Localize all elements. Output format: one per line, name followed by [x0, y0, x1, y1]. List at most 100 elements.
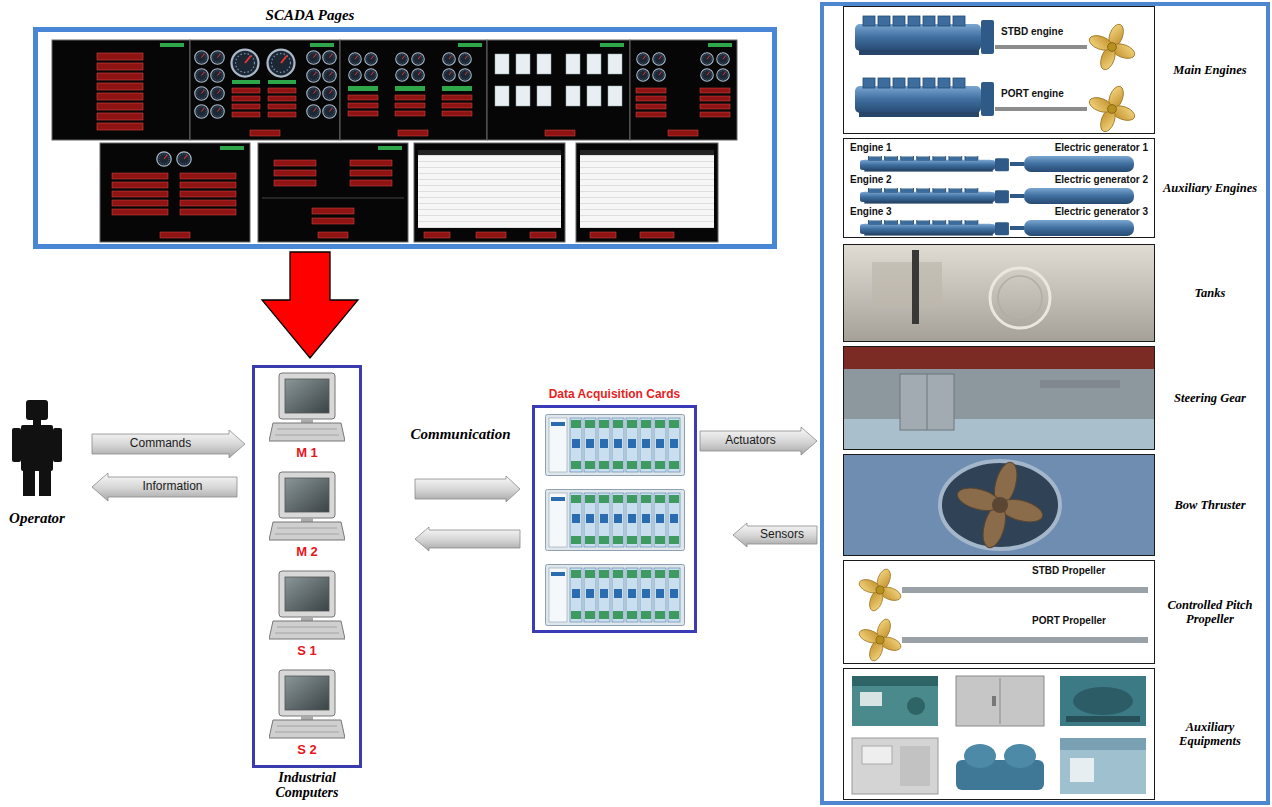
scada-screens-part	[653, 53, 666, 66]
scada-screens-part	[211, 105, 225, 119]
text-slot: Steering Gear	[1158, 391, 1262, 405]
auxiliary-equipment-picture-part	[862, 746, 892, 764]
computer-icons-part	[269, 373, 345, 441]
scada-screens-part	[637, 53, 650, 66]
scada-screens-part	[262, 198, 404, 199]
scada-screens	[52, 40, 737, 242]
subsystem-panel: Steering Gear	[843, 346, 1155, 450]
operator-figure-part	[23, 470, 35, 496]
auxiliary-engines-picture-part-part	[1010, 194, 1024, 198]
scada-screens-part-part	[232, 96, 260, 101]
auxiliary-equipment-picture	[844, 669, 1154, 799]
scada-screens-part-part	[350, 170, 392, 176]
computer-label: S 1	[262, 644, 352, 659]
tank-picture-part	[912, 250, 919, 324]
block-arrow	[415, 476, 520, 502]
scada-screens-part	[195, 51, 209, 65]
auxiliary-engines-picture-part-part	[1010, 162, 1024, 166]
scada-screens-part-part	[442, 103, 472, 108]
scada-screens-part	[307, 87, 321, 101]
scada-screens-part-part	[700, 88, 730, 93]
scada-pages-panel: SCADA Pages	[33, 27, 777, 249]
tank-picture-part	[872, 262, 942, 308]
scada-screens-part	[637, 69, 650, 82]
scada-screens-part-part	[318, 232, 348, 238]
subsystem-label: Controlled Pitch Propeller	[1158, 598, 1262, 627]
scada-screens-part-part	[268, 104, 296, 109]
text-slot: STBD Propeller	[1032, 565, 1142, 577]
scada-screens-part	[545, 130, 575, 136]
scada-screens-part	[307, 69, 321, 83]
scada-screens-part-part	[160, 232, 190, 238]
scada-screens-part-part	[424, 232, 450, 238]
scada-screens-part-part	[700, 96, 730, 101]
scada-screens-part	[365, 69, 378, 82]
image-caption: STBD Propeller	[1032, 565, 1142, 577]
group-heading: Data Acquisition Cards	[535, 388, 694, 402]
operator-node: Operator	[2, 398, 72, 530]
image-caption: PORT Propeller	[1032, 615, 1142, 627]
block-arrow	[700, 427, 817, 455]
auxiliary-equipment-picture-part	[992, 696, 996, 706]
main-engines-picture-part	[995, 107, 1087, 111]
computer-node: M 1	[262, 369, 352, 465]
scada-screens-part-part	[112, 209, 168, 215]
auxiliary-engines-picture-part-part	[1024, 188, 1134, 204]
auxiliary-equipment-picture-part	[1066, 716, 1140, 722]
propeller-picture-part	[857, 617, 902, 662]
scada-screens-part	[424, 232, 556, 238]
scada-screens-part	[576, 143, 718, 242]
computer-label: M 2	[262, 545, 352, 560]
scada-screens-part-part	[495, 86, 509, 106]
auxiliary-equipment-picture-part	[1060, 738, 1146, 750]
scada-screens-part	[580, 150, 714, 155]
scada-screens-part-part	[312, 208, 354, 214]
main-engines-picture-part	[1087, 84, 1136, 133]
scada-screens-part	[636, 88, 730, 136]
image-caption: Engine 3	[850, 206, 970, 218]
image-caption: Engine 2	[850, 174, 970, 186]
scada-screens-part	[414, 143, 565, 242]
bow-thruster-picture-part	[992, 497, 1008, 513]
scada-screens-part-part	[274, 160, 316, 166]
scada-screens-part-part	[97, 103, 143, 110]
scada-screens-part	[268, 80, 296, 84]
scada-screens-part	[442, 86, 472, 91]
scada-screens-part-part	[180, 209, 236, 215]
steering-gear-picture-part	[844, 419, 1154, 449]
block-arrow	[92, 430, 245, 458]
scada-screens-part	[395, 86, 425, 91]
image-caption: Electric generator 3	[994, 206, 1148, 218]
computer-node: M 2	[262, 468, 352, 564]
scada-screens-part	[195, 105, 209, 119]
auxiliary-engines-picture	[844, 139, 1154, 237]
computer-label: M 1	[262, 446, 352, 461]
scada-screens-part	[365, 53, 378, 66]
text-slot: M 1	[262, 446, 352, 461]
scada-screens-part-part	[348, 103, 378, 108]
propeller-picture-part	[902, 637, 1148, 643]
image-caption: Electric generator 2	[994, 174, 1148, 186]
scada-screens-part	[349, 53, 362, 66]
scada-screens-part	[211, 69, 225, 83]
steering-gear-picture-part	[844, 347, 1154, 369]
text-slot: Auxiliary Engines	[1158, 181, 1262, 195]
scada-screens-part-part	[112, 182, 168, 188]
auxiliary-equipment-picture-part	[860, 692, 882, 706]
scada-screens-part	[268, 50, 295, 77]
scada-screens-part-part	[587, 86, 601, 106]
text-slot: Engine 3	[850, 206, 970, 218]
auxiliary-engines-picture-part-part	[1024, 220, 1134, 236]
scada-screens-part	[323, 105, 337, 119]
scada-screens-part	[590, 232, 674, 238]
text-slot: Industrial Computers	[255, 771, 359, 800]
scada-screens-part-part	[495, 54, 509, 74]
scada-screens-part	[701, 69, 714, 82]
steering-gear-picture-part	[900, 374, 954, 430]
text-slot: Controlled Pitch Propeller	[1158, 598, 1262, 627]
text-slot: PORT Propeller	[1032, 615, 1142, 627]
scada-screens-part-part	[395, 111, 425, 116]
scada-screens-part-part	[636, 104, 666, 109]
